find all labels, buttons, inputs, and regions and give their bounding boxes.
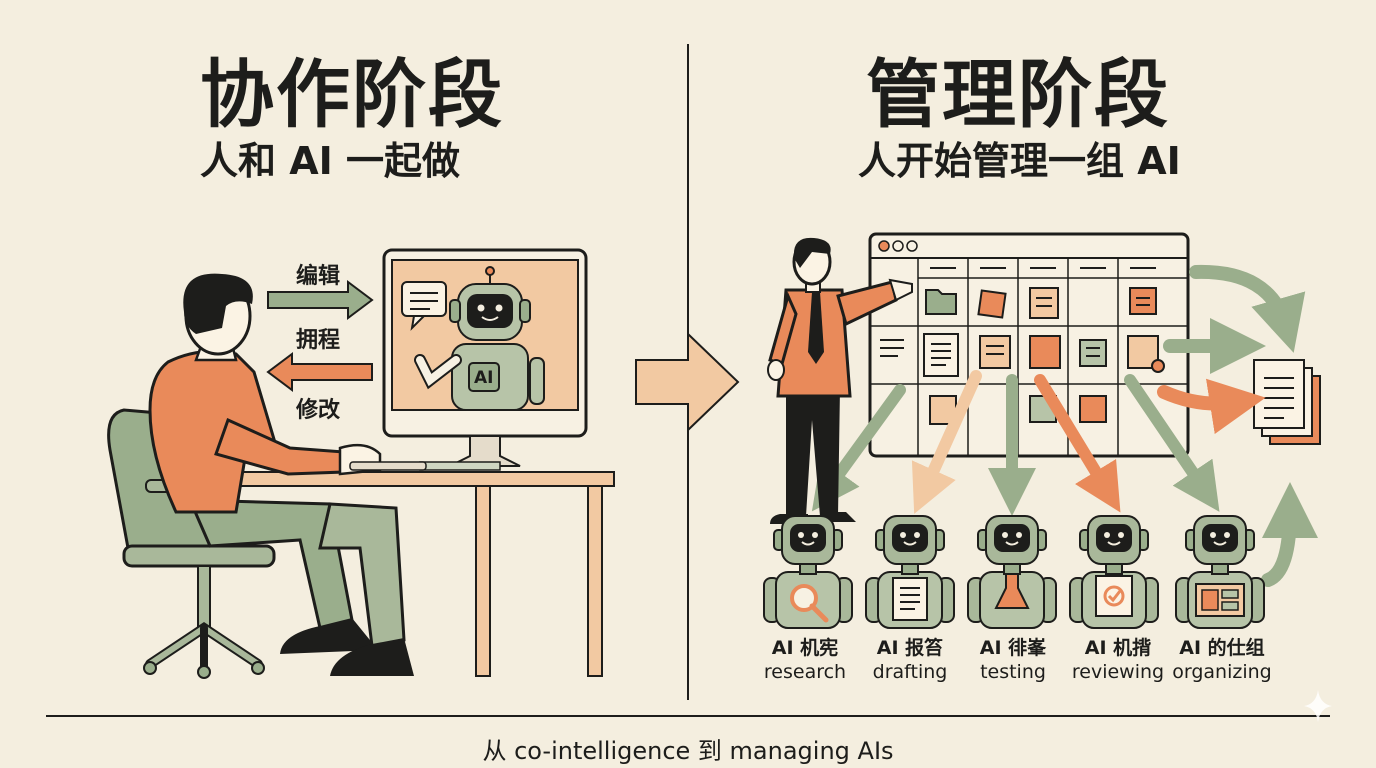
- sparkle-icon: [1304, 690, 1332, 722]
- action-label-second: 拥程: [296, 328, 341, 353]
- manager-icon: [767, 237, 913, 524]
- screen-ai-badge: AI: [474, 368, 494, 388]
- agent-robot-drafting: [865, 515, 955, 629]
- agent-robot-reviewing: [1069, 515, 1159, 629]
- left-panel-subtitle: 人和 AI 一起做: [200, 139, 461, 183]
- output-document-icon: [1253, 359, 1321, 445]
- left-panel-title: 协作阶段: [200, 52, 504, 138]
- action-label-revise: 修改: [296, 398, 341, 423]
- right-panel-subtitle: 人开始管理一组 AI: [858, 139, 1181, 183]
- edit-arrow: [267, 280, 374, 320]
- person-icon: [148, 273, 427, 676]
- action-label-edit: 编辑: [296, 264, 341, 289]
- revise-arrow: [266, 352, 373, 392]
- monitor-icon: [382, 248, 588, 471]
- agent-robot-testing: [967, 515, 1057, 629]
- agent-robot-research: [763, 515, 853, 629]
- task-board: [868, 232, 1190, 458]
- agent-robot-organizing: [1175, 515, 1265, 629]
- caption: 从 co-intelligence 到 managing AIs: [482, 737, 894, 765]
- flow-arrows: [811, 264, 1318, 587]
- transition-arrow: [635, 331, 740, 433]
- right-panel-title: 管理阶段: [866, 52, 1170, 138]
